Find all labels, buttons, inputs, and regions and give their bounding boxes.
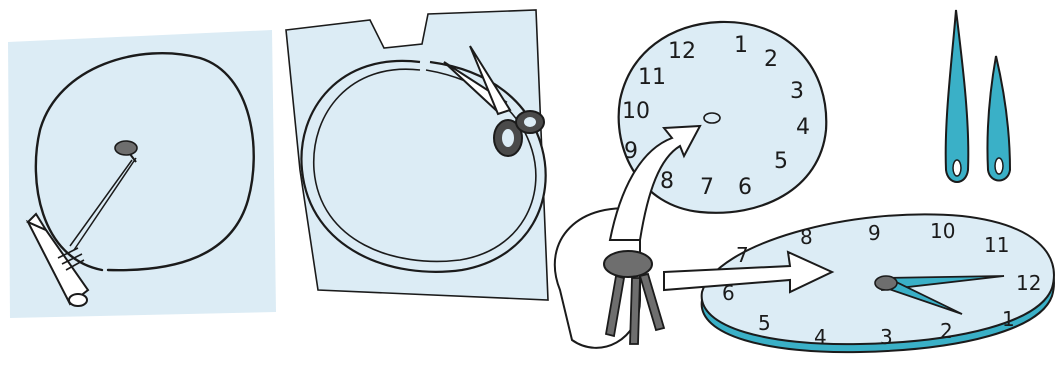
clock-number: 8 <box>800 225 813 249</box>
clock-hands <box>946 10 1010 182</box>
panel-cut-circle <box>286 10 548 300</box>
clock-number: 7 <box>700 175 714 200</box>
clock-number: 6 <box>738 175 752 200</box>
panel-clock: 12 1 2 3 4 5 6 7 8 9 10 11 <box>555 10 1054 352</box>
clock-number: 10 <box>930 219 955 243</box>
clock-number: 12 <box>668 39 696 64</box>
center-pin-icon <box>115 141 137 155</box>
clock-number: 5 <box>758 311 771 335</box>
clock-number: 10 <box>622 99 650 124</box>
clock-number: 5 <box>774 149 788 174</box>
clock-number: 3 <box>790 79 804 104</box>
clock-number: 11 <box>638 65 666 90</box>
attached-pin-icon <box>875 276 897 290</box>
clock-number: 1 <box>734 33 748 58</box>
clock-number: 9 <box>624 139 638 164</box>
paper-sheet-1 <box>8 30 276 318</box>
panel-trace-circle <box>8 30 276 318</box>
clock-number: 1 <box>1002 307 1015 331</box>
clock-number: 7 <box>736 243 749 267</box>
stool-pin-icon <box>604 251 664 344</box>
long-hand-icon <box>946 10 969 182</box>
clock-number: 3 <box>880 325 893 349</box>
clock-number: 4 <box>796 115 810 140</box>
clock-number: 2 <box>940 319 953 343</box>
clock-number: 2 <box>764 47 778 72</box>
clock-number: 12 <box>1016 271 1041 295</box>
clock-number: 11 <box>984 233 1009 257</box>
clock-number: 8 <box>660 169 674 194</box>
clock-number: 9 <box>868 221 881 245</box>
clock-number: 4 <box>814 325 827 349</box>
